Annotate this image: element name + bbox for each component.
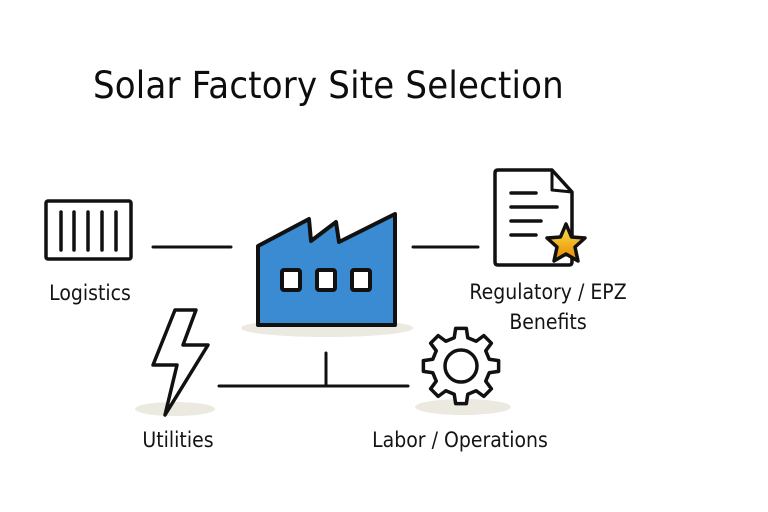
- star-icon: [545, 222, 587, 263]
- labor-shadow: [415, 399, 511, 415]
- factory-window: [350, 268, 372, 292]
- diagram-title: Solar Factory Site Selection: [93, 64, 564, 107]
- factory-icon: [256, 212, 397, 327]
- factory-window: [280, 268, 302, 292]
- factory-window: [315, 268, 337, 292]
- labor-label: Labor / Operations: [372, 428, 548, 452]
- connectors: [151, 245, 480, 388]
- gear-icon: [421, 326, 501, 406]
- regulatory-label-line2: Benefits: [509, 310, 587, 334]
- utilities-label: Utilities: [142, 428, 214, 452]
- shipping-container-icon: [44, 199, 133, 261]
- regulatory-label-line1: Regulatory / EPZ: [469, 280, 627, 304]
- document-star-icon: [493, 168, 587, 267]
- logistics-label: Logistics: [49, 281, 131, 305]
- lightning-bolt-icon: [151, 308, 210, 417]
- utilities-shadow: [135, 402, 215, 416]
